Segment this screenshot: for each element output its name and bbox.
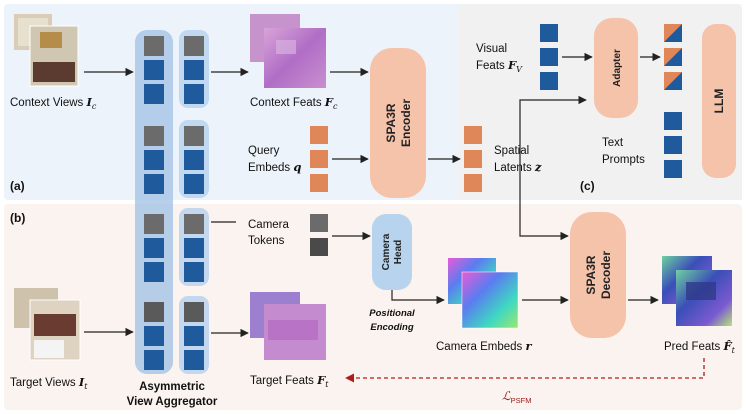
- token-blue: [664, 136, 682, 154]
- token-orange: [464, 126, 482, 144]
- target-feats-image: [250, 292, 326, 360]
- token-orange: [310, 174, 328, 192]
- context-feats-image: [250, 14, 326, 88]
- token-gray: [310, 214, 328, 232]
- token-blue: [540, 24, 558, 42]
- camera-head-module: [372, 214, 412, 290]
- token-gray: [184, 214, 204, 234]
- adapter-label: Adapter: [612, 49, 623, 87]
- token-blue: [540, 72, 558, 90]
- pred-feats-label: Pred Feats F̂t: [664, 339, 736, 355]
- context-feats-label: Context Feats Fc: [250, 95, 338, 111]
- token-blue: [144, 326, 164, 346]
- aggregator-tokens-left: [144, 36, 164, 370]
- spa3r-encoder-module: [370, 48, 426, 198]
- visual-feats-label-line1: Visual: [476, 43, 507, 55]
- positional-encoding-label-line2: Encoding: [370, 322, 413, 333]
- camera-embeds-label: Camera Embeds r: [436, 339, 532, 353]
- pred-feats-image: [662, 256, 732, 326]
- target-views-image: [14, 288, 81, 361]
- adapter-output-tokens: [664, 24, 682, 90]
- token-orange: [464, 174, 482, 192]
- token-gray: [184, 302, 204, 322]
- mixed-token: [664, 72, 682, 90]
- llm-label: LLM: [712, 89, 726, 114]
- mixed-token: [664, 24, 682, 42]
- spatial-latents-label-line1: Spatial: [494, 145, 529, 157]
- token-blue: [144, 350, 164, 370]
- token-blue: [144, 150, 164, 170]
- token-blue: [144, 84, 164, 104]
- token-blue: [144, 174, 164, 194]
- token-blue: [144, 262, 164, 282]
- text-prompt-tokens: [664, 112, 682, 178]
- token-blue: [184, 262, 204, 282]
- token-blue: [144, 60, 164, 80]
- token-gray: [144, 36, 164, 56]
- context-views-image: [14, 14, 79, 87]
- target-views-label: Target Views It: [10, 375, 88, 391]
- camera-embeds-image: [448, 258, 519, 329]
- visual-feat-tokens: [540, 24, 558, 90]
- token-blue: [540, 48, 558, 66]
- spatial-latent-tokens: [464, 126, 482, 192]
- token-gray: [144, 302, 164, 322]
- camera-tokens-label-line2: Tokens: [248, 235, 285, 247]
- visual-feats-label-line2: Feats FV: [476, 58, 523, 74]
- token-gray: [310, 238, 328, 256]
- token-orange: [310, 150, 328, 168]
- arrow-latents-to-adapter: [519, 95, 587, 198]
- query-embeds-label-line2: Embeds q: [248, 160, 301, 174]
- query-embed-tokens: [310, 126, 328, 192]
- token-blue: [184, 174, 204, 194]
- token-blue: [184, 326, 204, 346]
- token-blue: [184, 150, 204, 170]
- token-blue: [144, 238, 164, 258]
- token-blue: [664, 112, 682, 130]
- camera-head-label: CameraHead: [381, 233, 404, 270]
- token-blue: [184, 84, 204, 104]
- spa3r-decoder-module: [570, 212, 626, 338]
- token-gray: [144, 214, 164, 234]
- aggregator-column-left: [135, 30, 173, 374]
- spa3r-encoder-label: SPA3REncoder: [384, 99, 413, 147]
- context-views-label: Context Views Ic: [10, 95, 97, 111]
- token-blue: [184, 350, 204, 370]
- arrow-camera-head-to-embeds: [391, 290, 445, 305]
- section-label-a: (a): [10, 179, 25, 193]
- token-blue: [664, 160, 682, 178]
- section-label-b: (b): [10, 211, 25, 225]
- mixed-token: [664, 48, 682, 66]
- adapter-module: [594, 18, 638, 118]
- arrow-latents-to-decoder: [519, 198, 569, 241]
- token-gray: [184, 126, 204, 146]
- spatial-latents-label-line2: Latents z: [494, 160, 542, 174]
- token-orange: [310, 126, 328, 144]
- aggregator-label-line2: View Aggregator: [127, 396, 218, 408]
- aggregator-tokens-right: [184, 36, 204, 370]
- token-gray: [144, 126, 164, 146]
- camera-tokens-label-line1: Camera: [248, 219, 290, 231]
- aggregator-label-line1: Asymmetric: [139, 381, 205, 393]
- token-orange: [464, 150, 482, 168]
- query-embeds-label-line1: Query: [248, 145, 280, 157]
- target-feats-label: Target Feats Ft: [250, 373, 329, 389]
- camera-token-squares: [310, 214, 328, 256]
- positional-encoding-label-line1: Positional: [369, 308, 415, 319]
- loss-psfm-label: ℒPSFM: [502, 389, 532, 405]
- token-gray: [184, 36, 204, 56]
- text-prompts-label-line2: Prompts: [602, 154, 645, 166]
- spa3r-decoder-label: SPA3RDecoder: [584, 251, 613, 299]
- token-blue: [184, 60, 204, 80]
- token-blue: [184, 238, 204, 258]
- llm-module: [702, 24, 736, 178]
- text-prompts-label-line1: Text: [602, 137, 624, 149]
- section-label-c: (c): [580, 179, 595, 193]
